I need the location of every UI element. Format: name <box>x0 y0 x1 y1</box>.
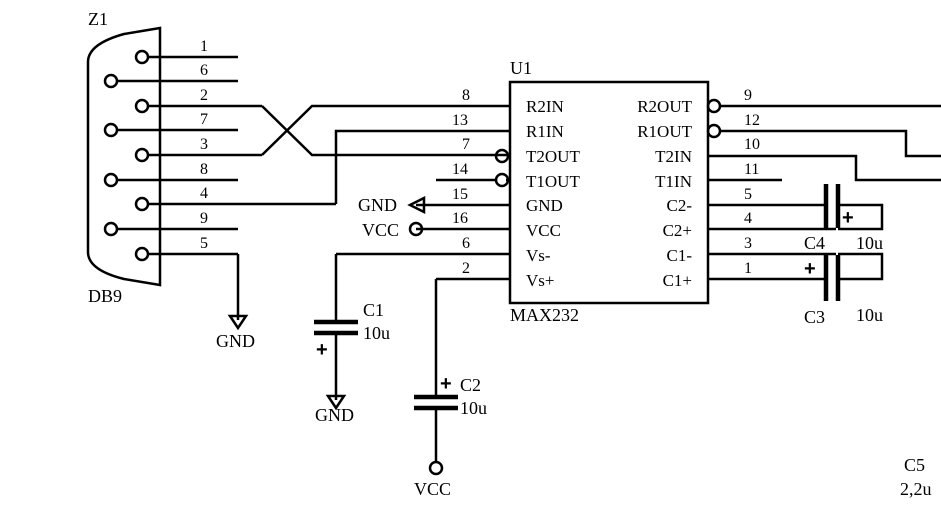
ic-right-pin-num: 12 <box>744 112 760 129</box>
ic-right-pin-num: 4 <box>744 210 752 227</box>
ic-left-pin-num: 8 <box>462 87 470 104</box>
db9-pin-num: 3 <box>200 136 208 153</box>
ic-left-pin-wires <box>336 178 510 281</box>
ic-gnd-label: GND <box>358 195 397 215</box>
c1-value: 10u <box>363 323 390 343</box>
t2out-inverter-bubble <box>494 148 510 164</box>
capacitor-c4: + C4 10u <box>804 184 884 253</box>
db9-pin-num: 9 <box>200 210 208 227</box>
db9-shell <box>86 26 162 287</box>
t1out-inverter-bubble <box>494 172 510 188</box>
ic-left-pin-num: 2 <box>462 260 470 277</box>
c1-gnd-arrow-icon <box>325 394 347 411</box>
ic-right-pin-name: C2- <box>667 196 693 215</box>
ic-left-pin-num: 14 <box>452 161 468 178</box>
ic-left-pin-num: 16 <box>452 210 468 227</box>
ic-right-pin-name: T1IN <box>655 172 692 191</box>
db9-pin-num: 1 <box>200 38 208 55</box>
ic-right-pin-num: 1 <box>744 260 752 277</box>
db9-pin-num: 8 <box>200 161 208 178</box>
capacitor-c3: + C3 10u <box>804 252 884 327</box>
c1-polarity-plus: + <box>316 339 328 361</box>
ic-left-pin-name: Vs+ <box>526 271 554 290</box>
connector-type: DB9 <box>88 286 122 306</box>
ic-left-pin-num: 6 <box>462 235 470 252</box>
ic-right-pin-name: R2OUT <box>637 97 692 116</box>
ic-right-pin-name: R1OUT <box>637 122 692 141</box>
c1-gnd-label: GND <box>315 405 354 425</box>
gnd-arrow-icon <box>227 314 249 331</box>
ic-left-pin-name: R1IN <box>526 122 564 141</box>
c2-vcc-label: VCC <box>414 479 451 499</box>
ic-body <box>508 80 710 305</box>
ic-right-pin-num: 5 <box>744 186 752 203</box>
c5-value: 2,2u <box>900 479 932 499</box>
r2out-inverter-bubble <box>706 98 722 114</box>
c3-value: 10u <box>856 305 883 325</box>
c1-ref: C1 <box>363 300 384 320</box>
c2-vcc-terminal-icon <box>428 460 444 476</box>
ic-left-pin-name: GND <box>526 196 563 215</box>
ic-right-pin-num: 11 <box>744 161 759 178</box>
c3-polarity-plus: + <box>804 258 816 280</box>
c2-ref: C2 <box>460 375 481 395</box>
ic-left-pin-name: R2IN <box>526 97 564 116</box>
ic-right-pin-num: 10 <box>744 136 760 153</box>
ic-left-pin-name: T1OUT <box>526 172 580 191</box>
ic-vcc-label: VCC <box>362 220 399 240</box>
c3-ref: C3 <box>804 307 825 327</box>
ic-right-pin-name: C2+ <box>663 221 692 240</box>
db9-pin-num: 2 <box>200 87 208 104</box>
ic-ref: U1 <box>510 58 532 78</box>
ic-right-pin-name: T2IN <box>655 147 692 166</box>
c5-ref: C5 <box>904 455 925 475</box>
db9-pin-num: 4 <box>200 185 208 202</box>
ic-left-pin-name: T2OUT <box>526 147 580 166</box>
max232-ic: U1 MAX232 R2IN R1IN T2OUT T1OUT GND VCC … <box>336 58 941 325</box>
crossover-wires <box>261 104 510 204</box>
c4-polarity-plus: + <box>842 207 854 229</box>
ic-left-pin-num: 13 <box>452 112 468 129</box>
db9-pin-num: 6 <box>200 62 208 79</box>
c2-value: 10u <box>460 398 487 418</box>
c4-ref: C4 <box>804 233 825 253</box>
ic-left-pin-name: VCC <box>526 221 561 240</box>
capacitor-c5: C5 2,2u <box>900 455 932 499</box>
db9-gnd-label: GND <box>216 331 255 351</box>
db9-pin-num: 7 <box>200 111 208 128</box>
db9-pin-wires <box>117 55 336 256</box>
c4-value: 10u <box>856 233 883 253</box>
ic-left-pin-num: 15 <box>452 186 468 203</box>
connector-ref: Z1 <box>88 9 108 29</box>
ic-right-pin-num: 9 <box>744 87 752 104</box>
vcc-terminal-icon <box>408 221 424 237</box>
ic-right-pin-name: C1- <box>667 246 693 265</box>
ic-right-pin-num: 3 <box>744 235 752 252</box>
ic-left-pin-num: 7 <box>462 136 470 153</box>
capacitor-c1: C1 10u + GND <box>314 254 390 425</box>
c2-polarity-plus: + <box>440 373 452 395</box>
r1out-inverter-bubble <box>706 123 722 139</box>
capacitor-c2: + C2 10u VCC <box>414 279 487 499</box>
ic-right-pin-name: C1+ <box>663 271 692 290</box>
ic-part: MAX232 <box>510 305 579 325</box>
db9-connector: Z1 1 6 2 7 3 8 4 9 5 DB9 GND <box>86 9 336 351</box>
ic-gnd-arrow-icon <box>407 195 426 215</box>
ic-left-pin-name: Vs- <box>526 246 551 265</box>
db9-pin-num: 5 <box>200 235 208 252</box>
ic-right-pin-wires <box>708 104 941 281</box>
